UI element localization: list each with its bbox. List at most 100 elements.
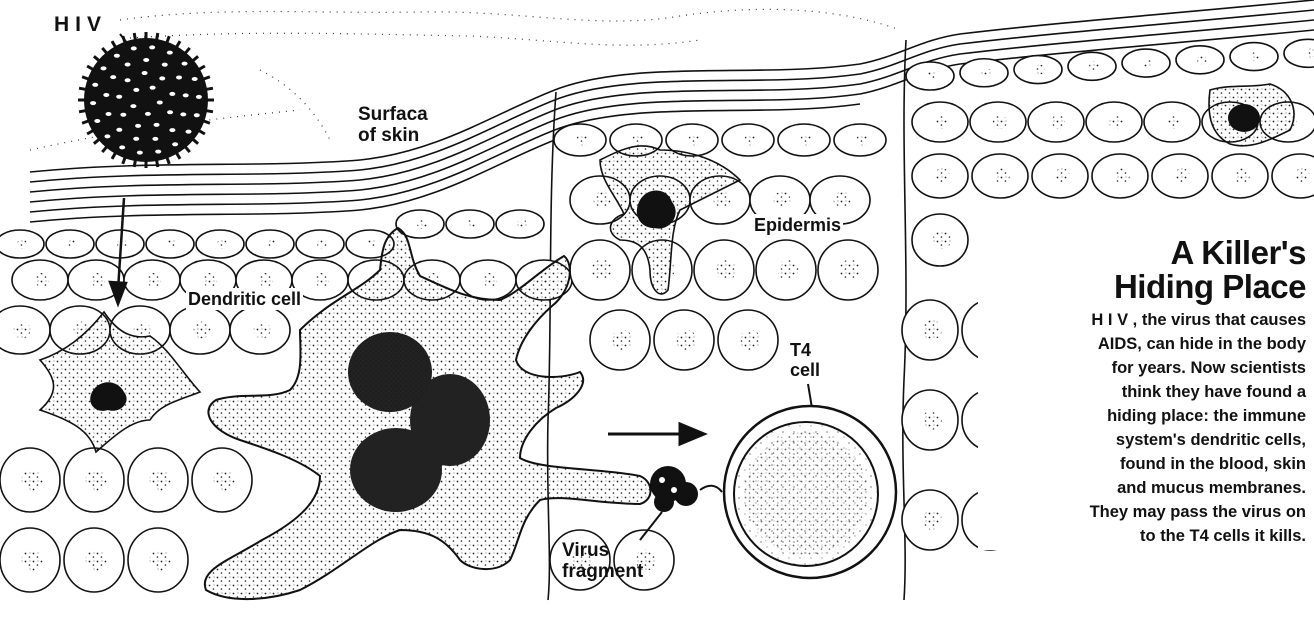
cell-nucleus — [259, 273, 273, 287]
cell-nucleus — [922, 410, 942, 430]
hiv-spike — [205, 88, 213, 89]
cell-nucleus — [922, 510, 942, 530]
cell-nucleus — [1114, 168, 1129, 183]
cell-nucleus — [1174, 168, 1189, 183]
hiv-surface-dot — [159, 76, 165, 80]
hiv-surface-dot — [120, 113, 126, 117]
cell-nucleus — [935, 115, 949, 129]
cell-nucleus — [576, 134, 587, 145]
dendritic-cell-label: Dendritic cell — [186, 288, 303, 310]
hiv-spike — [192, 56, 198, 61]
cell-nucleus — [1035, 65, 1045, 75]
hiv-spike — [156, 33, 157, 41]
hiv-spike — [79, 88, 87, 89]
hiv-surface-dot — [145, 112, 151, 116]
hiv-surface-dot — [167, 51, 173, 55]
hiv-surface-dot — [186, 130, 192, 134]
cell-nucleus — [840, 260, 861, 281]
hiv-surface-dot — [152, 137, 158, 141]
cell-nucleus — [217, 239, 227, 249]
hiv-spike — [102, 146, 107, 152]
hiv-spike — [134, 159, 135, 167]
cell-nucleus — [612, 330, 633, 351]
hiv-surface-dot — [196, 95, 202, 99]
hiv-spike — [87, 66, 94, 70]
cell-nucleus — [1051, 115, 1065, 129]
hiv-spike — [134, 33, 135, 41]
hiv-spike — [94, 56, 100, 61]
info-title: A Killer's Hiding Place — [986, 236, 1306, 304]
cell-nucleus — [150, 550, 171, 571]
hiv-spike — [205, 110, 213, 111]
cell-nucleus — [834, 192, 851, 209]
hiv-surface-dot — [119, 145, 125, 149]
hiv-surface-dot — [154, 123, 160, 127]
cell-nucleus — [1089, 61, 1099, 71]
cell-nucleus — [933, 231, 951, 249]
cell-nucleus — [716, 260, 737, 281]
hiv-surface-dot — [169, 128, 175, 132]
hiv-spike — [185, 48, 190, 54]
epidermis-label: Epidermis — [752, 214, 843, 236]
hiv-surface-dot — [104, 134, 110, 138]
hiv-surface-dot — [116, 95, 122, 99]
hiv-surface-dot — [110, 75, 116, 79]
cell-nucleus — [267, 239, 277, 249]
hiv-surface-dot — [169, 92, 175, 96]
cell-nucleus — [167, 239, 177, 249]
virus-fragment-icon — [640, 466, 722, 540]
cell-nucleus — [22, 470, 43, 491]
hiv-surface-dot — [131, 46, 137, 50]
hiv-spike — [94, 139, 100, 144]
cell-nucleus — [594, 192, 611, 209]
cell-nucleus — [632, 134, 643, 145]
cell-nucleus — [194, 322, 211, 339]
hiv-surface-dot — [133, 137, 139, 141]
cell-nucleus — [800, 134, 811, 145]
hiv-surface-dot — [172, 142, 178, 146]
hiv-surface-dot — [192, 77, 198, 81]
cell-nucleus — [214, 470, 235, 491]
cell-nucleus — [517, 219, 527, 229]
hiv-surface-dot — [90, 101, 96, 105]
hiv-surface-dot — [94, 119, 100, 123]
cell-nucleus — [993, 115, 1007, 129]
virus-fragment-label: Virus fragment — [560, 540, 645, 582]
cell-nucleus — [483, 273, 497, 287]
cell-nucleus — [467, 219, 477, 229]
cell-nucleus — [1197, 55, 1207, 65]
cell-nucleus — [1167, 115, 1181, 129]
cell-nucleus — [14, 322, 31, 339]
cell-nucleus — [91, 273, 105, 287]
hiv-surface-dot — [149, 45, 155, 49]
hiv-surface-dot — [100, 66, 106, 70]
cell-nucleus — [417, 219, 427, 229]
hiv-surface-dot — [92, 83, 98, 87]
info-box: A Killer's Hiding Place H I V , the viru… — [978, 232, 1310, 550]
hiv-surface-dot — [125, 62, 131, 66]
cell-nucleus — [592, 260, 613, 281]
hiv-spike — [102, 48, 107, 54]
hiv-surface-dot — [150, 86, 156, 90]
info-body: H I V , the virus that causes AIDS, can … — [986, 308, 1306, 548]
cell-nucleus — [315, 273, 329, 287]
cell-nucleus — [934, 168, 949, 183]
hiv-surface-dot — [194, 113, 200, 117]
cell-nucleus — [1109, 115, 1123, 129]
hiv-surface-dot — [103, 93, 109, 97]
hiv-spike — [198, 66, 205, 70]
cell-nucleus — [922, 320, 942, 340]
cell-nucleus — [147, 273, 161, 287]
hiv-surface-dot — [142, 71, 148, 75]
cell-nucleus — [774, 192, 791, 209]
cell-nucleus — [150, 470, 171, 491]
cell-nucleus — [1054, 168, 1069, 183]
cell-nucleus — [254, 322, 271, 339]
hiv-surface-dot — [157, 100, 163, 104]
hiv-surface-dot — [167, 110, 173, 114]
hiv-surface-dot — [133, 88, 139, 92]
hiv-label: HIV — [52, 14, 109, 36]
cell-nucleus — [676, 330, 697, 351]
hiv-spike — [112, 152, 116, 159]
cell-nucleus — [22, 550, 43, 571]
